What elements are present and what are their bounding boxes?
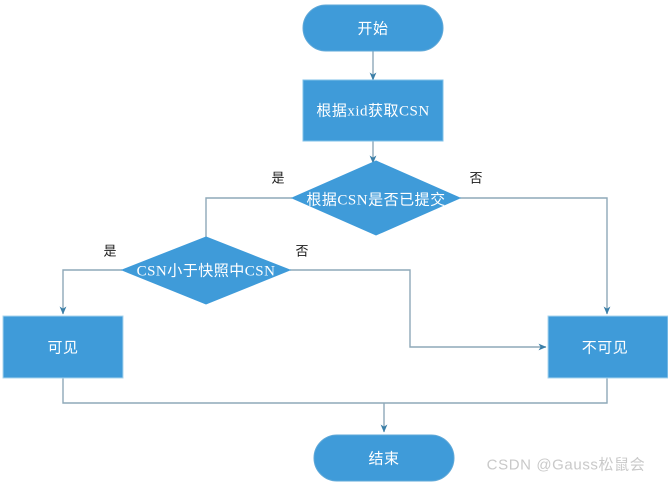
edge-decide2-no xyxy=(290,269,547,351)
csdn-watermark: CSDN @Gauss松鼠会 xyxy=(486,456,646,474)
edge-label-decide2-no: 否 xyxy=(295,243,309,259)
edge-invisible-to-bus xyxy=(384,378,608,404)
connector-group xyxy=(59,51,611,433)
node-end[interactable] xyxy=(313,434,455,482)
node-start[interactable] xyxy=(302,4,444,52)
node-invisible[interactable] xyxy=(547,315,668,379)
edge-decide1-no xyxy=(460,197,611,315)
edge-label-decide2-yes: 是 xyxy=(103,243,117,259)
node-decision-csn-less-than-snapshot[interactable] xyxy=(120,236,292,305)
edge-visible-to-bus xyxy=(62,378,384,404)
node-visible[interactable] xyxy=(2,315,124,379)
node-decision-csn-committed[interactable] xyxy=(290,160,462,236)
node-get-csn[interactable] xyxy=(302,79,444,142)
edge-label-decide1-yes: 是 xyxy=(271,170,285,186)
edge-label-decide1-no: 否 xyxy=(469,170,483,186)
edge-decide2-yes xyxy=(59,269,122,315)
